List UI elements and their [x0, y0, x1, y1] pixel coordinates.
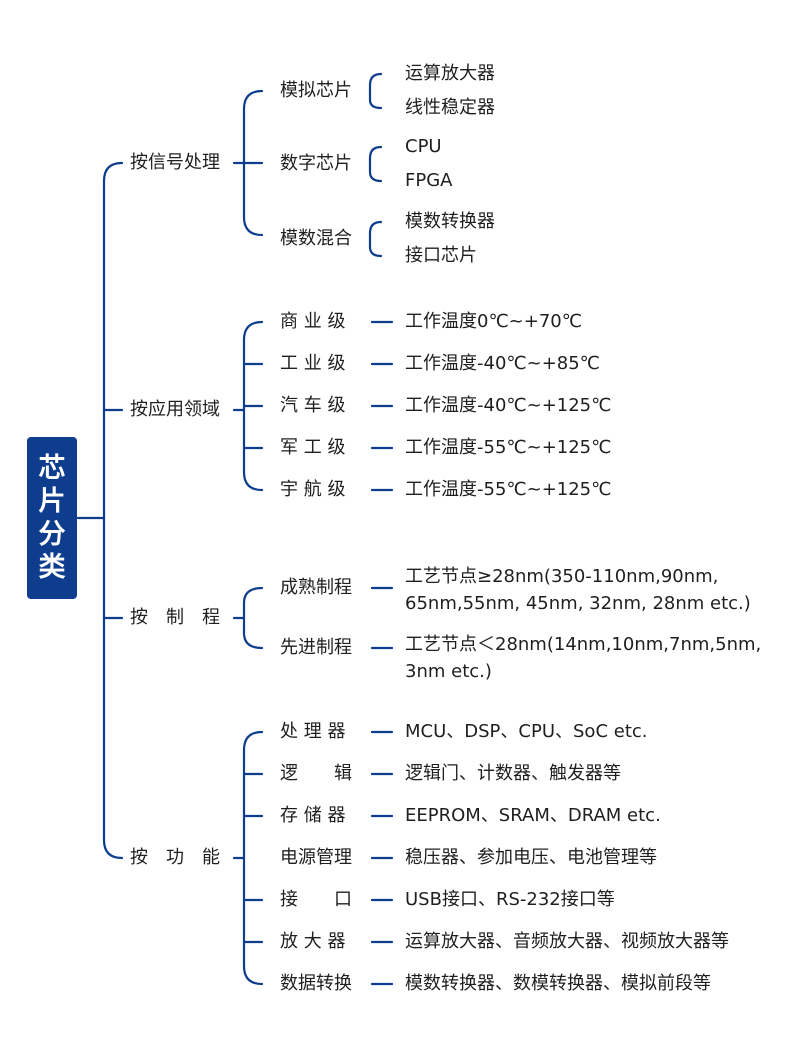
leaf-op-amp: 运算放大器	[405, 63, 495, 84]
node-mixed-signal: 模数混合	[280, 228, 352, 249]
root-node-chip-classification: 芯 片 分 类	[27, 437, 77, 599]
leaf-logic-examples: 逻辑门、计数器、触发器等	[405, 763, 621, 784]
root-char: 片	[38, 486, 66, 517]
leaf-mature-line1: 工艺节点≥28nm(350-110nm,90nm,	[405, 566, 719, 587]
leaf-industrial-temp: 工作温度-40℃~+85℃	[405, 353, 600, 374]
root-char: 分	[38, 519, 66, 550]
main-spine	[102, 161, 124, 860]
leaf-linear-regulator: 线性稳定器	[405, 97, 495, 118]
signal-bracket	[242, 89, 264, 237]
leaf-fpga: FPGA	[405, 170, 453, 191]
leaf-memory-examples: EEPROM、SRAM、DRAM etc.	[405, 805, 661, 826]
bracket-mixed	[368, 220, 383, 258]
branch-process: 按 制 程	[130, 607, 220, 628]
branch-application: 按应用领域	[130, 399, 220, 420]
node-digital-chip: 数字芯片	[280, 153, 352, 174]
bracket-digital	[368, 145, 383, 183]
node-commercial-grade: 商 业 级	[280, 311, 346, 332]
node-interface: 接 口	[280, 889, 352, 910]
node-processor: 处 理 器	[280, 721, 346, 742]
node-mature-process: 成熟制程	[280, 577, 352, 598]
node-advanced-process: 先进制程	[280, 637, 352, 658]
leaf-interface-chip: 接口芯片	[405, 245, 477, 266]
leaf-conversion-examples: 模数转换器、数模转换器、模拟前段等	[405, 973, 711, 994]
node-power-management: 电源管理	[280, 847, 352, 868]
node-analog-chip: 模拟芯片	[280, 80, 352, 101]
node-data-conversion: 数据转换	[280, 973, 352, 994]
leaf-cpu: CPU	[405, 136, 442, 157]
leaf-military-temp: 工作温度-55℃~+125℃	[405, 437, 612, 458]
process-bracket	[242, 586, 264, 650]
leaf-advanced-line1: 工艺节点＜28nm(14nm,10nm,7nm,5nm,	[405, 634, 762, 655]
node-aerospace-grade: 宇 航 级	[280, 479, 346, 500]
leaf-power-examples: 稳压器、参加电压、电池管理等	[405, 847, 657, 868]
leaf-commercial-temp: 工作温度0℃~+70℃	[405, 311, 582, 332]
leaf-automotive-temp: 工作温度-40℃~+125℃	[405, 395, 612, 416]
branch-signal: 按信号处理	[130, 152, 220, 173]
node-memory: 存 储 器	[280, 805, 346, 826]
bracket-analog	[368, 72, 383, 110]
root-char: 类	[38, 552, 66, 583]
root-char: 芯	[38, 453, 66, 484]
node-automotive-grade: 汽 车 级	[280, 395, 346, 416]
leaf-amplifier-examples: 运算放大器、音频放大器、视频放大器等	[405, 931, 729, 952]
node-military-grade: 军 工 级	[280, 437, 346, 458]
leaf-mature-line2: 65nm,55nm, 45nm, 32nm, 28nm etc.)	[405, 593, 751, 614]
leaf-adc: 模数转换器	[405, 211, 495, 232]
node-industrial-grade: 工 业 级	[280, 353, 346, 374]
node-logic: 逻 辑	[280, 763, 352, 784]
branch-function: 按 功 能	[130, 847, 220, 868]
function-bracket	[242, 730, 264, 986]
leaf-advanced-line2: 3nm etc.)	[405, 661, 492, 682]
leaf-aerospace-temp: 工作温度-55℃~+125℃	[405, 479, 612, 500]
leaf-interface-examples: USB接口、RS-232接口等	[405, 889, 615, 910]
leaf-processor-examples: MCU、DSP、CPU、SoC etc.	[405, 721, 648, 742]
node-amplifier: 放 大 器	[280, 931, 346, 952]
